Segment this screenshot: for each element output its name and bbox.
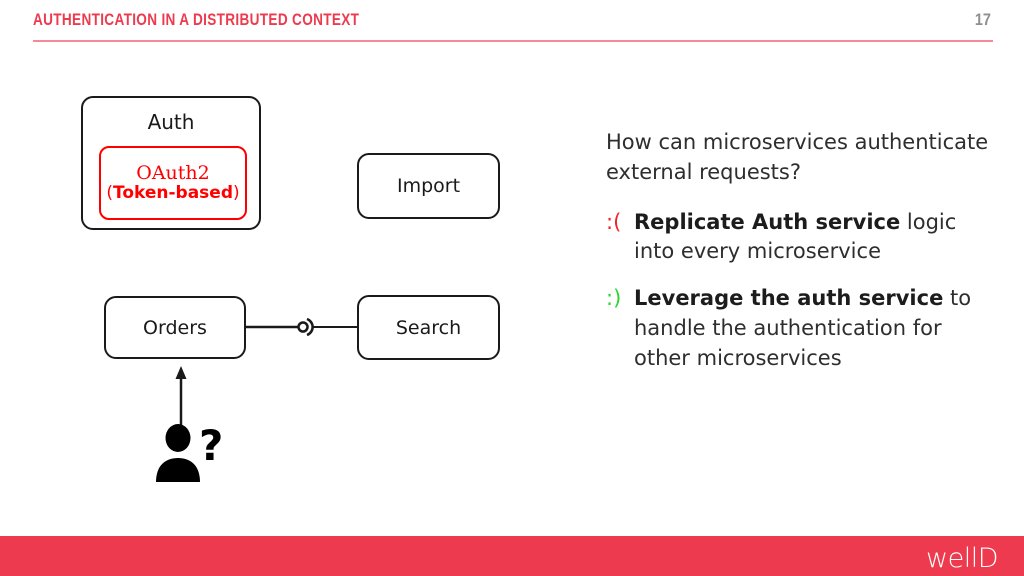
token-close-paren: ) <box>233 182 240 203</box>
diagram-node-auth[interactable]: Auth OAuth2 (Token-based) <box>81 96 261 230</box>
welld-logo: wellD <box>926 543 999 574</box>
diagram-node-search[interactable]: Search <box>357 295 500 360</box>
diagram-node-oauth2[interactable]: OAuth2 (Token-based) <box>99 146 247 220</box>
orders-node-label: Orders <box>143 316 207 339</box>
import-node-label: Import <box>396 175 461 197</box>
bullet-text-replicate: Replicate Auth service logic into every … <box>634 208 996 268</box>
lead-question: How can microservices authenticate exter… <box>606 130 989 184</box>
happy-face-icon: :) <box>606 286 622 311</box>
question-mark-icon: ? <box>199 421 224 470</box>
diagram-node-import[interactable]: Import <box>357 153 500 219</box>
footer-band: wellD <box>0 536 1024 576</box>
header-divider <box>33 40 993 42</box>
oauth2-label: OAuth2 <box>136 161 210 184</box>
bullet-rest-replicate: logic into every microservice <box>634 209 957 264</box>
token-based-label: (Token-based) <box>106 182 240 204</box>
sad-face-icon: :( <box>606 209 622 234</box>
page-number: 17 <box>974 10 991 29</box>
search-node-label: Search <box>395 316 462 339</box>
bullet-item-replicate: :( Replicate Auth service logic into eve… <box>606 208 996 268</box>
bullet-item-leverage: :) Leverage the auth service to handle t… <box>606 284 996 373</box>
person-icon <box>156 424 200 482</box>
bullet-rest-leverage: to handle the authentication for other m… <box>634 286 972 370</box>
token-based-text: Token-based <box>112 182 233 203</box>
page-title: AUTHENTICATION IN A DISTRIBUTED CONTEXT <box>33 10 360 29</box>
content-column: How can microservices authenticate exter… <box>606 128 996 391</box>
token-open-paren: ( <box>106 182 113 203</box>
bullet-bold-leverage: Leverage the auth service <box>634 286 944 311</box>
bullet-text-leverage: Leverage the auth service to handle the … <box>634 284 996 373</box>
auth-node-label: Auth <box>147 110 195 134</box>
diagram-node-orders[interactable]: Orders <box>104 296 246 359</box>
bullet-bold-replicate: Replicate Auth service <box>634 209 901 234</box>
